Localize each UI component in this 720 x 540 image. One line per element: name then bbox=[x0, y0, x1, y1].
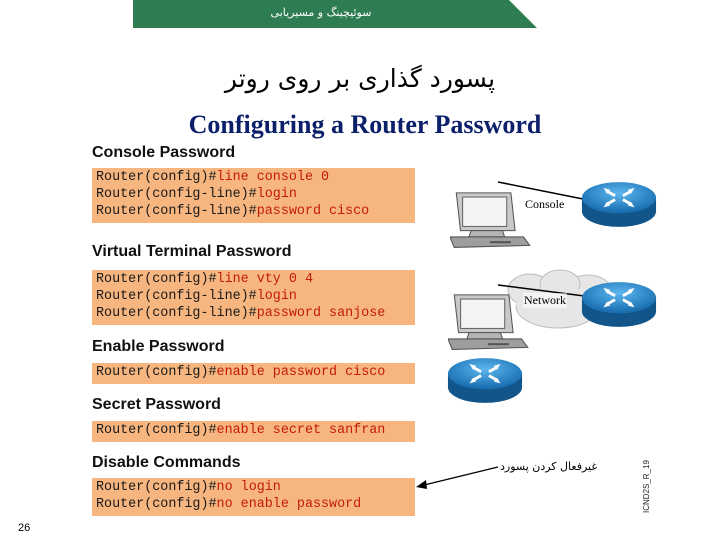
router-icon bbox=[582, 282, 656, 327]
arrow-head-icon bbox=[416, 480, 427, 489]
arrow-icon bbox=[420, 467, 498, 486]
disable-annotation: غیرفعال کردن پسورد bbox=[500, 460, 597, 473]
network-label: Network bbox=[523, 293, 567, 308]
computer-icon bbox=[450, 193, 530, 248]
figure-code: ICND2S_R_19 bbox=[642, 460, 651, 513]
router-icon bbox=[582, 182, 656, 227]
router-icon bbox=[448, 358, 522, 403]
console-label: Console bbox=[524, 197, 565, 212]
page-number: 26 bbox=[18, 522, 30, 534]
